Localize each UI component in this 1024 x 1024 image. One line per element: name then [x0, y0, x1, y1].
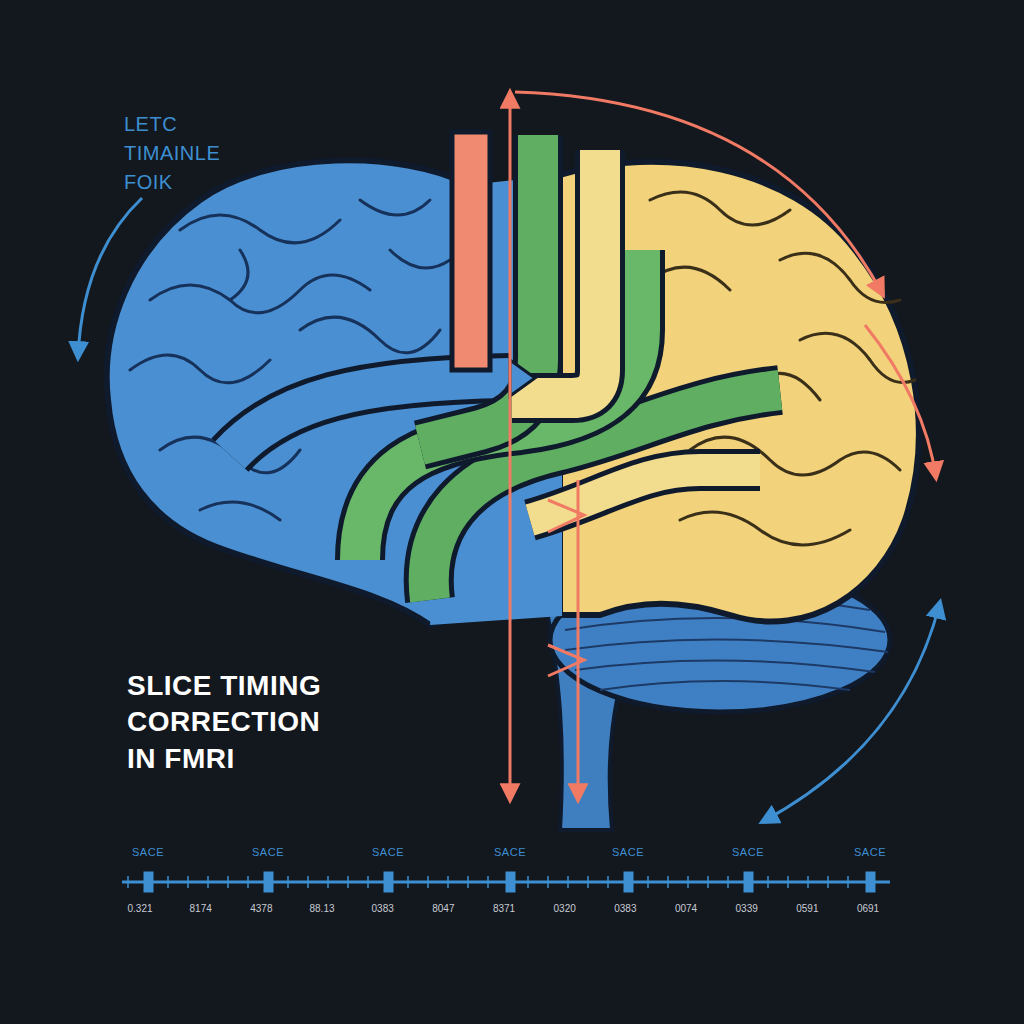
timing-arrows [510, 92, 936, 800]
timeline-tick [707, 876, 709, 888]
timeline-tick [207, 876, 209, 888]
timeline-tick [347, 876, 349, 888]
timeline-tick [767, 876, 769, 888]
time-value: 0339 [736, 903, 758, 914]
slice-bar [452, 132, 490, 370]
timeline-tick [447, 876, 449, 888]
slice-label: SACE [252, 846, 284, 858]
timeline-tick [807, 876, 809, 888]
timeline-tick [827, 876, 829, 888]
timeline-tick [847, 876, 849, 888]
diagram-title: SLICE TIMING CORRECTION IN FMRI [127, 668, 337, 777]
timeline-tick [687, 876, 689, 888]
corner-note: LETC TIMAINLE FOIK [124, 110, 249, 197]
timeline-tick [567, 876, 569, 888]
slice-label: SACE [732, 846, 764, 858]
timeline-tick [487, 876, 489, 888]
time-value: 4378 [250, 903, 272, 914]
timeline-tick [367, 876, 369, 888]
time-value: 8371 [493, 903, 515, 914]
timeline-tick [587, 876, 589, 888]
slice-label: SACE [372, 846, 404, 858]
timeline-tick [647, 876, 649, 888]
time-value: 0591 [796, 903, 818, 914]
slice-label: SACE [132, 846, 164, 858]
time-value: 0691 [857, 903, 879, 914]
timeline-tick [667, 876, 669, 888]
time-value: 0383 [614, 903, 636, 914]
timeline-tick [547, 876, 549, 888]
slice-label: SACE [494, 846, 526, 858]
timeline-tick [247, 876, 249, 888]
timeline [122, 872, 890, 892]
slice-label: SACE [612, 846, 644, 858]
timeline-tick [607, 876, 609, 888]
time-value: 0383 [372, 903, 394, 914]
timeline-tick [127, 876, 129, 888]
time-value: 0320 [554, 903, 576, 914]
timeline-tick [527, 876, 529, 888]
slice-bands [230, 135, 780, 600]
timeline-tick [307, 876, 309, 888]
time-value: 8174 [190, 903, 212, 914]
time-value: 88.13 [309, 903, 334, 914]
time-value: 8047 [432, 903, 454, 914]
slice-label: SACE [854, 846, 886, 858]
timeline-tick [287, 876, 289, 888]
timeline-tick [787, 876, 789, 888]
time-value: 0.321 [127, 903, 152, 914]
timeline-tick [407, 876, 409, 888]
timeline-tick [727, 876, 729, 888]
cycle-arrows [78, 198, 940, 822]
timeline-tick [167, 876, 169, 888]
timeline-tick [227, 876, 229, 888]
timeline-tick [427, 876, 429, 888]
band-arrowhead [510, 360, 535, 396]
gyri [650, 192, 915, 545]
time-value: 0074 [675, 903, 697, 914]
timeline-tick [327, 876, 329, 888]
timeline-tick [467, 876, 469, 888]
timeline-tick [187, 876, 189, 888]
